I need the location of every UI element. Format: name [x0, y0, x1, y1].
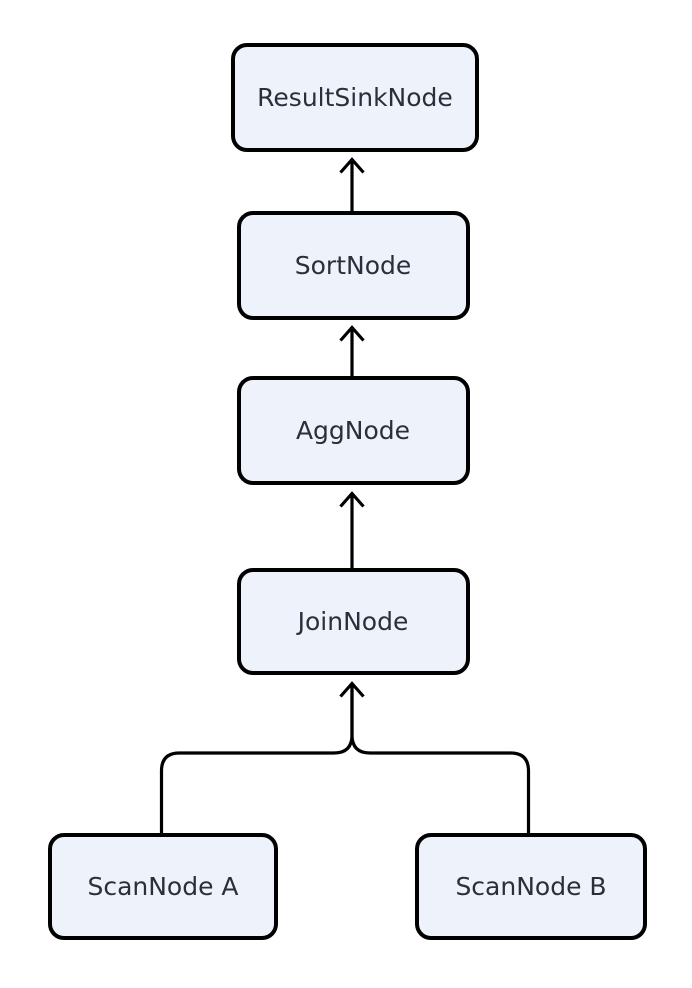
edge-scan-a-to-join: [159, 685, 354, 835]
edge-agg-to-sort: [339, 325, 365, 378]
node-scan-node-a-box[interactable]: [48, 833, 278, 940]
edge-sort-to-result-sink-arrowhead: [339, 157, 365, 174]
edge-scan-b-to-join-line: [350, 685, 531, 835]
edge-layer: [159, 157, 531, 835]
node-scan-node-b[interactable]: ScanNode B: [415, 833, 647, 940]
edge-scan-a-to-join-line: [159, 685, 354, 835]
node-agg-node[interactable]: AggNode: [237, 376, 470, 485]
node-join-node-label: JoinNode: [296, 607, 409, 636]
node-join-node-box[interactable]: [237, 568, 470, 675]
node-agg-node-label: AggNode: [296, 416, 410, 445]
node-sort-node-label: SortNode: [295, 251, 412, 280]
edge-join-to-agg: [339, 491, 365, 570]
node-scan-node-a-label: ScanNode A: [87, 872, 238, 901]
edge-agg-to-sort-arrowhead: [339, 325, 365, 342]
node-join-node[interactable]: JoinNode: [237, 568, 470, 675]
edge-sort-to-result-sink: [339, 157, 365, 213]
node-sort-node[interactable]: SortNode: [237, 211, 470, 320]
node-result-sink-node-box[interactable]: [231, 43, 479, 152]
node-result-sink-node[interactable]: ResultSinkNode: [231, 43, 479, 152]
node-scan-node-a[interactable]: ScanNode A: [48, 833, 278, 940]
node-scan-node-b-box[interactable]: [415, 833, 647, 940]
edge-scan-to-join-arrowhead: [339, 681, 365, 698]
edge-join-to-agg-arrowhead: [339, 491, 365, 508]
node-scan-node-b-label: ScanNode B: [455, 872, 606, 901]
edge-scan-b-to-join: [339, 681, 531, 835]
node-layer: ResultSinkNode SortNode AggNode JoinNode…: [48, 43, 647, 940]
node-sort-node-box[interactable]: [237, 211, 470, 320]
node-result-sink-node-label: ResultSinkNode: [257, 83, 453, 112]
node-agg-node-box[interactable]: [237, 376, 470, 485]
